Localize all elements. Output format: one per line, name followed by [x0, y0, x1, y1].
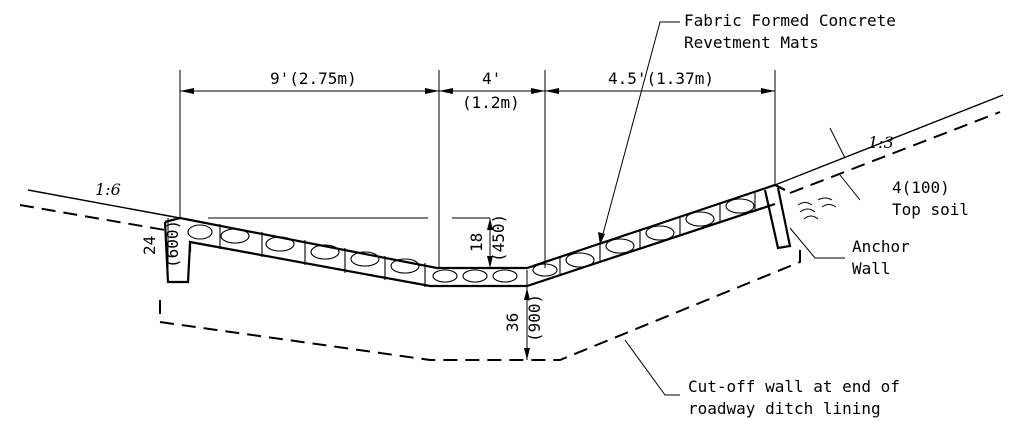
- anchor-leader: [789, 227, 845, 259]
- anchor-label-line1: Anchor: [852, 237, 910, 256]
- cutoff-label-line1: Cut-off wall at end of: [688, 377, 900, 396]
- slope-right-leader: [829, 127, 846, 159]
- left-anchor-toe: [163, 221, 192, 284]
- dimension-arrow: [425, 88, 439, 94]
- cutoff-wall-outline: [159, 248, 801, 361]
- dimension-arrow: [524, 348, 530, 360]
- dimension-arrow: [487, 256, 493, 268]
- right-anchor-wall: [763, 187, 792, 250]
- depth-mid-a: 18: [467, 233, 486, 252]
- depth-left-b: (600): [163, 220, 182, 268]
- dim-label-mid-bottom: (1.2m): [462, 93, 520, 112]
- dimension-arrow: [761, 88, 775, 94]
- cutoff-label-line2: roadway ditch lining: [688, 399, 881, 418]
- topsoil-label-line1: 4(100): [892, 178, 950, 197]
- cutoff-leader: [624, 339, 680, 396]
- right-ground-surface: [774, 94, 1004, 186]
- dimension-arrow: [439, 88, 453, 94]
- dimension-arrow: [531, 88, 545, 94]
- dimension-arrow: [180, 88, 194, 94]
- depth-mid-b: (450): [489, 214, 508, 262]
- extension-lines: [179, 70, 776, 360]
- left-ground-surface: [27, 189, 181, 219]
- anchor-label-line2: Wall: [852, 259, 891, 278]
- right-ground-subgrade: [789, 111, 1001, 194]
- fabric-leader: [599, 21, 680, 246]
- slope-label-right: 1:3: [868, 133, 894, 152]
- depth-bot-a: 36: [503, 313, 522, 332]
- dimension-arrow: [524, 288, 530, 300]
- dim-label-mid-top: 4': [482, 69, 501, 88]
- dimension-arrow: [487, 218, 493, 230]
- dimension-arrow: [545, 88, 559, 94]
- left-ground-subgrade: [19, 204, 166, 231]
- topsoil-leader: [839, 174, 861, 201]
- topsoil-hatching: [797, 197, 837, 220]
- dim-label-right: 4.5'(1.37m): [608, 69, 714, 88]
- leader-arrowhead: [598, 232, 605, 245]
- depth-bot-b: (900): [525, 294, 544, 342]
- fabric-label-line2: Revetment Mats: [684, 33, 819, 52]
- topsoil-label-line2: Top soil: [892, 200, 969, 219]
- fabric-label-line1: Fabric Formed Concrete: [684, 11, 896, 30]
- dim-label-left: 9'(2.75m): [270, 69, 357, 88]
- depth-left-a: 24: [140, 236, 159, 255]
- slope-label-left: 1:6: [95, 180, 121, 199]
